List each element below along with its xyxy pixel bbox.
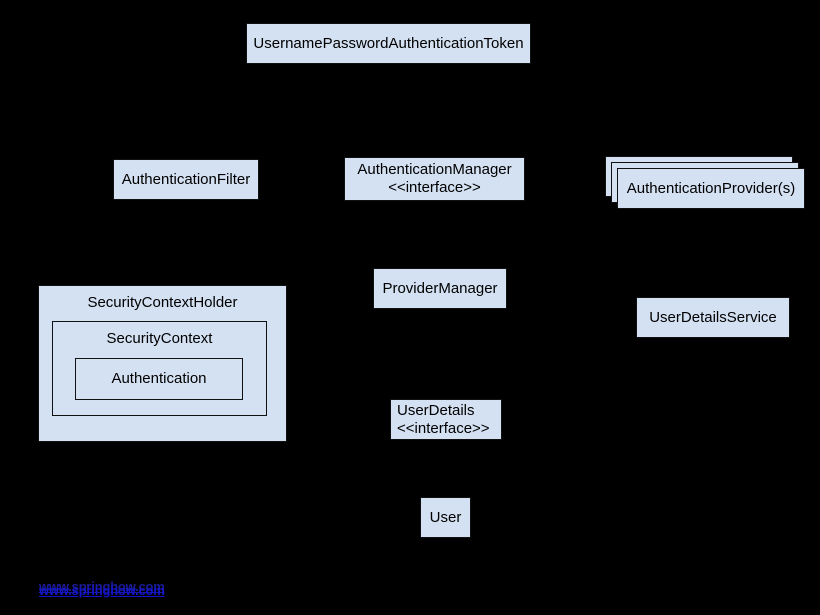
node-security-context-label: SecurityContext (106, 330, 213, 347)
node-authentication[interactable]: Authentication (75, 358, 243, 400)
node-authentication-filter[interactable]: AuthenticationFilter (113, 159, 259, 200)
footer-link-secondary[interactable]: www.springhow.com (39, 579, 165, 594)
node-authentication-manager[interactable]: AuthenticationManager <<interface>> (344, 157, 525, 201)
node-user[interactable]: User (420, 497, 471, 538)
node-authentication-providers[interactable]: AuthenticationProvider(s) (617, 168, 805, 209)
node-provider-manager[interactable]: ProviderManager (373, 268, 507, 309)
node-username-password-authentication-token[interactable]: UsernamePasswordAuthenticationToken (246, 23, 531, 64)
node-user-details[interactable]: UserDetails <<interface>> (390, 399, 502, 440)
node-user-details-service[interactable]: UserDetailsService (636, 297, 790, 338)
footer-link-primary[interactable]: www.springhow.com (39, 583, 165, 598)
node-security-context-holder-label: SecurityContextHolder (87, 294, 238, 311)
